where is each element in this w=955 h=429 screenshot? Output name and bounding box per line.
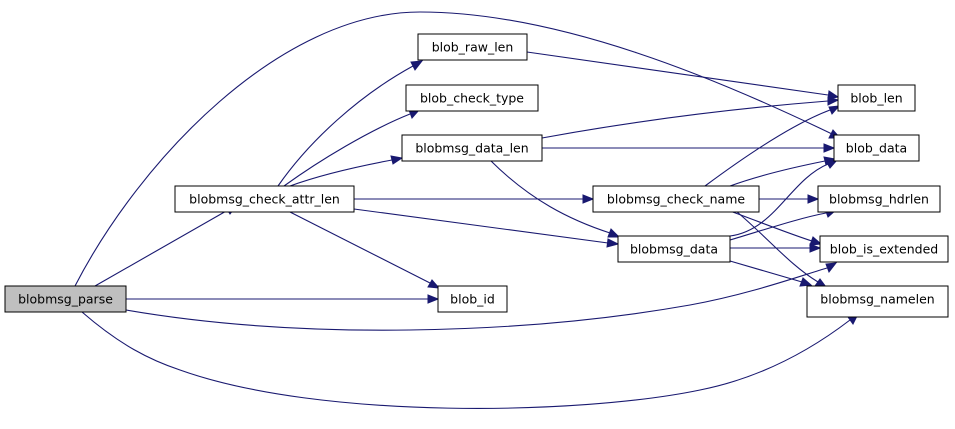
edge-check-attr-len-to-blobmsg-check-name [354,194,595,204]
edge-blobmsg-check-name-to-blob-len [704,105,841,187]
node-blob-is-extended[interactable]: blob_is_extended [819,235,949,263]
node-label: blob_len [850,91,902,106]
node-blobmsg-hdrlen[interactable]: blobmsg_hdrlen [817,185,941,213]
node-label: blobmsg_check_name [607,192,745,207]
node-label: blobmsg_parse [18,292,113,307]
node-blob-raw-len[interactable]: blob_raw_len [417,33,528,61]
node-blobmsg-namelen[interactable]: blobmsg_namelen [806,285,949,318]
edge-blob-raw-len-to-blob-len [526,51,840,100]
node-blob-id[interactable]: blob_id [437,285,508,313]
edge-blobmsg-data-len-to-blob-data [542,143,836,153]
edge-blobmsg-data-to-blobmsg-hdrlen [729,208,838,241]
node-label: blobmsg_data_len [415,141,528,156]
edge-blobmsg-check-name-to-blob-is-extended [729,210,823,246]
node-blobmsg-check-attr-len[interactable]: blobmsg_check_attr_len [174,185,355,213]
node-label: blob_is_extended [830,242,938,257]
node-label: blobmsg_hdrlen [829,192,929,207]
edge-blobmsg-check-name-to-blobmsg-hdrlen [759,194,820,204]
node-label: blob_check_type [420,91,524,106]
edges [74,11,859,409]
node-blob-data[interactable]: blob_data [833,134,920,162]
edge-blobmsg-data-len-to-blobmsg-data [489,159,621,238]
node-blobmsg-data-len[interactable]: blobmsg_data_len [401,134,543,162]
node-label: blob_data [846,141,907,156]
edge-blobmsg-data-to-blob-data [729,159,839,237]
node-label: blobmsg_namelen [820,292,934,307]
edge-check-attr-len-to-blob-check-type [283,109,421,187]
node-label: blobmsg_check_attr_len [189,192,340,207]
edge-blobmsg-data-to-blob-is-extended [730,243,822,253]
node-label: blob_raw_len [432,40,514,55]
edge-blobmsg-data-to-blobmsg-namelen [729,260,813,287]
node-blob-len[interactable]: blob_len [837,84,916,112]
node-blobmsg-check-name[interactable]: blobmsg_check_name [592,185,760,213]
node-blob-check-type[interactable]: blob_check_type [405,84,539,112]
edge-check-attr-len-to-blob-raw-len [277,60,424,187]
edge-blobmsg-check-name-to-blob-data [729,156,837,187]
edge-check-attr-len-to-blob-id [289,211,441,289]
edge-check-attr-len-to-blobmsg-data-len [289,155,404,187]
edge-parse-to-blob-id [126,294,440,304]
nodes: blobmsg_parse blobmsg_check_attr_len blo… [4,33,949,318]
node-label: blob_id [450,292,495,307]
node-label: blobmsg_data [630,242,718,257]
edge-parse-to-blobmsg-namelen [81,311,859,409]
node-blobmsg-parse[interactable]: blobmsg_parse [4,285,127,313]
edge-parse-to-blob-is-extended [125,262,838,331]
edge-check-attr-len-to-blobmsg-data [353,208,620,248]
edge-blobmsg-data-len-to-blob-len [541,96,840,139]
node-blobmsg-data[interactable]: blobmsg_data [617,235,731,263]
